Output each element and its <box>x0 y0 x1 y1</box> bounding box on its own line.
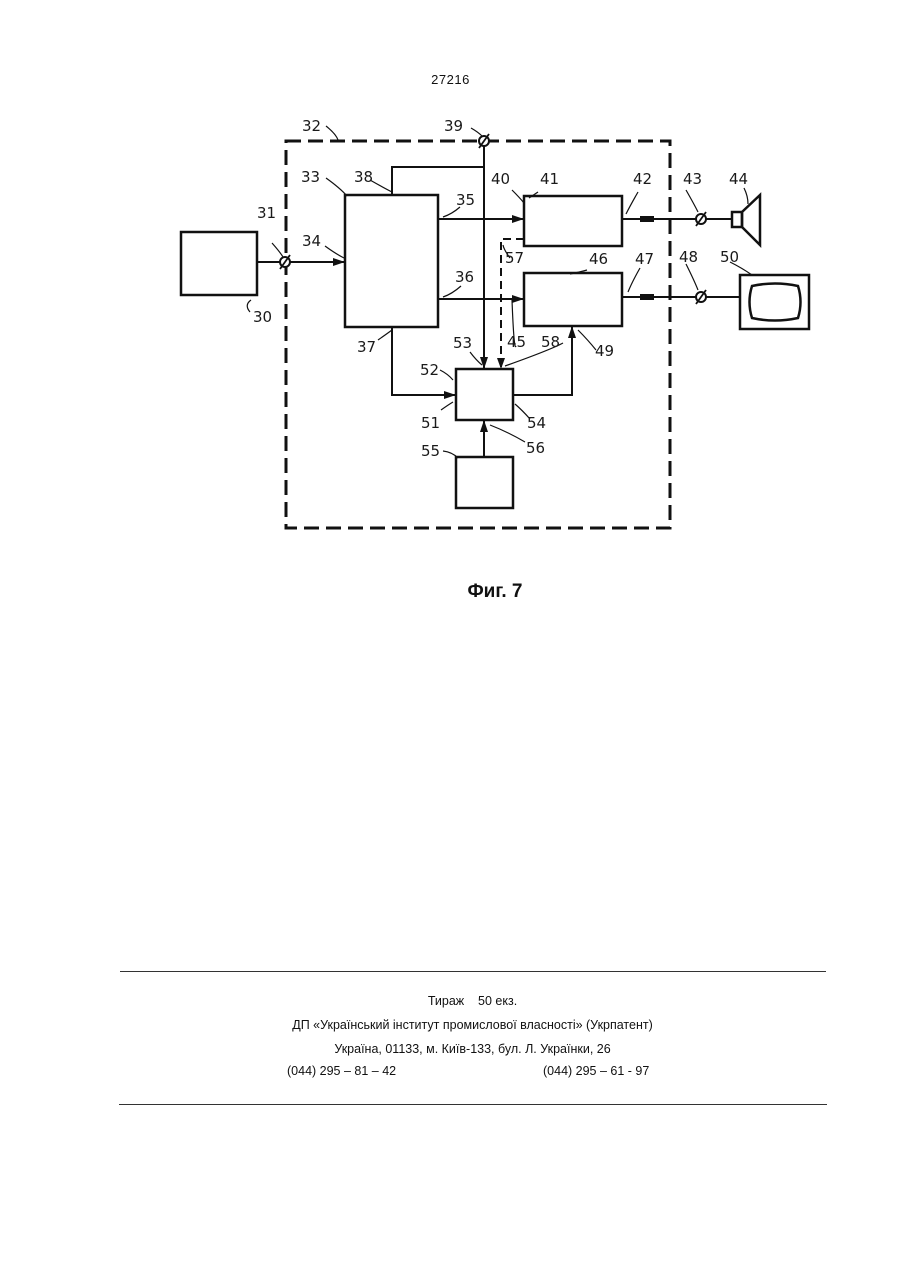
label-39: 39 <box>444 117 463 135</box>
label-49: 49 <box>595 342 614 360</box>
label-32: 32 <box>302 117 321 135</box>
label-41: 41 <box>540 170 559 188</box>
label-46: 46 <box>589 250 608 268</box>
label-34: 34 <box>302 232 321 250</box>
label-36: 36 <box>455 268 474 286</box>
label-30: 30 <box>253 308 272 326</box>
label-40: 40 <box>491 170 510 188</box>
label-48: 48 <box>679 248 698 266</box>
monitor-50 <box>740 275 809 329</box>
divider-top <box>120 971 826 972</box>
label-43: 43 <box>683 170 702 188</box>
label-37: 37 <box>357 338 376 356</box>
label-33: 33 <box>301 168 320 186</box>
label-52: 52 <box>420 361 439 379</box>
figure-caption: Фиг. 7 <box>0 581 901 603</box>
imprint-publisher: ДП «Український інститут промислової вла… <box>0 1018 901 1032</box>
block-55 <box>456 457 513 508</box>
label-58: 58 <box>541 333 560 351</box>
label-55: 55 <box>421 442 440 460</box>
block-33 <box>345 195 438 327</box>
label-42: 42 <box>633 170 652 188</box>
label-31: 31 <box>257 204 276 222</box>
label-38: 38 <box>354 168 373 186</box>
label-56: 56 <box>526 439 545 457</box>
label-47: 47 <box>635 250 654 268</box>
block-30 <box>181 232 257 295</box>
enclosure-32 <box>286 141 670 528</box>
label-51: 51 <box>421 414 440 432</box>
divider-bottom <box>119 1104 827 1105</box>
block-46 <box>524 273 622 326</box>
imprint-phone-1: (044) 295 – 81 – 42 <box>287 1064 396 1078</box>
imprint-phone-2: (044) 295 – 61 - 97 <box>543 1064 649 1078</box>
label-45: 45 <box>507 333 526 351</box>
label-50: 50 <box>720 248 739 266</box>
label-44: 44 <box>729 170 748 188</box>
loudspeaker-44 <box>732 195 760 245</box>
label-54: 54 <box>527 414 546 432</box>
block-diagram: 30 31 32 33 34 35 36 37 38 39 40 41 42 4… <box>0 0 901 620</box>
imprint-circulation: Тираж 50 екз. <box>0 994 901 1008</box>
label-53: 53 <box>453 334 472 352</box>
label-35: 35 <box>456 191 475 209</box>
block-52 <box>456 369 513 420</box>
label-57: 57 <box>505 249 524 267</box>
imprint-address: Україна, 01133, м. Київ-133, бул. Л. Укр… <box>0 1042 901 1056</box>
block-41 <box>524 196 622 246</box>
